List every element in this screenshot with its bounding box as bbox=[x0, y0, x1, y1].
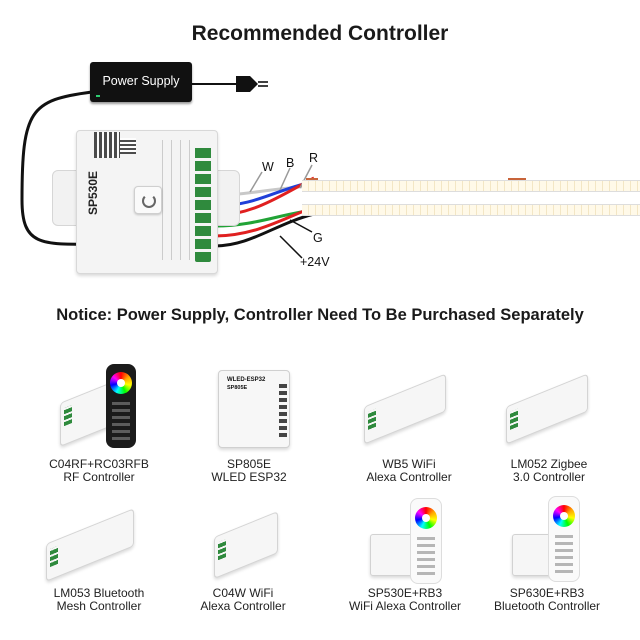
remote-white-icon bbox=[410, 498, 442, 584]
power-button-icon bbox=[134, 186, 162, 214]
product-image bbox=[24, 356, 174, 456]
remote-white-icon bbox=[548, 496, 580, 582]
product-name-line1: LM052 Zigbee bbox=[510, 457, 588, 471]
device-label-top: WLED-ESP32 bbox=[227, 377, 266, 383]
product-name-line2: RF Controller bbox=[63, 470, 135, 484]
product-name-line1: WB5 WiFi bbox=[382, 457, 436, 471]
controller-box-icon bbox=[46, 508, 134, 582]
led-strip-1 bbox=[302, 180, 640, 192]
wire-label-b: B bbox=[286, 156, 295, 170]
product-name-line2: Alexa Controller bbox=[366, 470, 452, 484]
terminal-block bbox=[195, 146, 211, 262]
product-name-line1: SP530E+RB3 bbox=[367, 586, 443, 600]
product-name-line2: Mesh Controller bbox=[56, 599, 142, 613]
qr-code-icon bbox=[94, 132, 120, 158]
wire-label-24v: +24V bbox=[300, 255, 330, 269]
page-title: Recommended Controller bbox=[191, 22, 449, 45]
notice-text: Notice: Power Supply, Controller Need To… bbox=[56, 306, 584, 324]
product-name-line2: 3.0 Controller bbox=[512, 470, 586, 484]
product-image bbox=[330, 490, 480, 590]
qr-code-small-icon bbox=[120, 138, 136, 154]
product-image bbox=[24, 490, 174, 590]
product-image bbox=[334, 356, 484, 456]
controller-spec-text bbox=[162, 140, 192, 260]
controller-box-icon bbox=[214, 511, 278, 579]
controller-box-icon bbox=[364, 373, 446, 445]
controller-model-label: SP530E bbox=[86, 170, 100, 215]
product-name-line2: Bluetooth Controller bbox=[493, 599, 601, 613]
controller-box-icon bbox=[506, 373, 588, 445]
status-led-icon bbox=[96, 95, 100, 97]
product-name-line1: LM053 Bluetooth bbox=[53, 586, 145, 600]
plug-icon bbox=[236, 76, 268, 92]
power-supply: Power Supply bbox=[90, 62, 192, 102]
dc-cable bbox=[20, 90, 97, 246]
product-name-line1: SP805E bbox=[226, 457, 272, 471]
product-image bbox=[472, 490, 622, 590]
power-supply-label: Power Supply bbox=[102, 74, 180, 88]
product-image bbox=[474, 356, 624, 456]
product-name-line2: WLED ESP32 bbox=[211, 470, 287, 484]
wire-label-g: G bbox=[313, 231, 323, 245]
device-label-sub: SP805E bbox=[227, 385, 248, 391]
product-image: WLED-ESP32 SP805E bbox=[174, 356, 324, 456]
product-name-line1: C04W WiFi bbox=[212, 586, 274, 600]
product-name-line2: WiFi Alexa Controller bbox=[348, 599, 462, 613]
led-strip-2 bbox=[302, 204, 640, 216]
wire-black bbox=[214, 212, 315, 248]
wire-label-w: W bbox=[262, 160, 274, 174]
wire-label-r: R bbox=[309, 151, 319, 165]
product-name-line2: Alexa Controller bbox=[200, 599, 286, 613]
controller-box-icon: WLED-ESP32 SP805E bbox=[218, 370, 290, 448]
product-image bbox=[168, 490, 318, 590]
remote-black-icon bbox=[106, 364, 136, 448]
product-name-line1: C04RF+RC03RFB bbox=[49, 457, 149, 471]
product-name-line1: SP630E+RB3 bbox=[509, 586, 585, 600]
